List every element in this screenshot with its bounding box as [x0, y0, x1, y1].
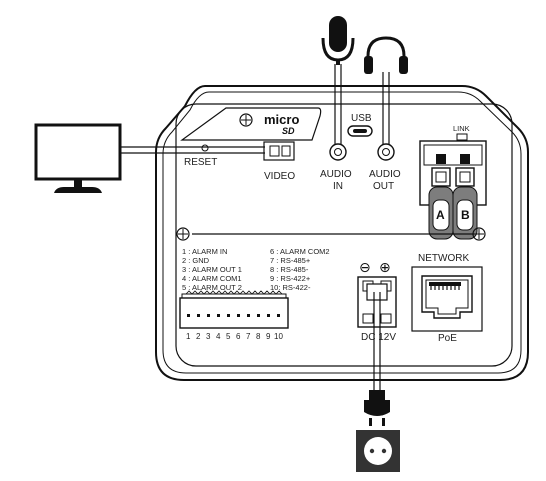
link-led: [456, 133, 468, 141]
reset-label: RESET: [184, 157, 217, 168]
pinout-right-1: 6 : ALARM COM2: [270, 247, 330, 256]
usb-port[interactable]: [347, 125, 373, 137]
fiber-a-label: A: [436, 208, 445, 222]
pinout-right-2: 7 : RS-485+: [270, 256, 311, 265]
power-plug-icon: [364, 390, 390, 426]
polarity-plus: ⊕: [379, 260, 391, 276]
alarm-pinout-legend: 1 : ALARM IN 2 : GND 3 : ALARM OUT 1 4 :…: [182, 247, 330, 292]
audio-in-jack[interactable]: [329, 143, 347, 161]
sd-card-slot: [180, 107, 322, 141]
power-outlet-icon: [356, 430, 400, 472]
usb-label: USB: [351, 113, 372, 124]
network-label: NETWORK: [418, 253, 469, 264]
terminal-pin-4: 4: [216, 332, 221, 341]
dc-to-plug-line: [373, 292, 381, 392]
pinout-left-5: 5 : ALARM OUT 2: [182, 283, 242, 292]
panel-screw-right: [472, 227, 486, 241]
dc-plug: [366, 283, 388, 301]
terminal-pin-10: 10: [274, 332, 283, 341]
audio-out-jack[interactable]: [377, 143, 395, 161]
pinout-right-3: 8 : RS-485-: [270, 265, 309, 274]
polarity-minus: ⊖: [359, 260, 371, 276]
audio-in-label-1: AUDIO: [320, 169, 352, 180]
terminal-pin-8: 8: [256, 332, 261, 341]
micro-sd-logo-top: micro: [264, 112, 299, 127]
terminal-pin-9: 9: [266, 332, 271, 341]
audio-out-label-1: AUDIO: [369, 169, 401, 180]
terminal-pin-6: 6: [236, 332, 241, 341]
pinout-right-4: 9 : RS-422+: [270, 274, 311, 283]
video-to-monitor-line: [120, 146, 265, 154]
microphone-icon: [321, 16, 355, 65]
headphones-icon: [364, 36, 408, 74]
panel-screw-left: [176, 227, 190, 241]
pinout-left-2: 2 : GND: [182, 256, 210, 265]
terminal-pin-5: 5: [226, 332, 231, 341]
audio-out-label-2: OUT: [373, 181, 394, 192]
slot-screw: [239, 113, 253, 127]
micro-sd-logo-bottom: SD: [282, 126, 295, 136]
poe-label: PoE: [438, 333, 457, 344]
network-port-frame: [411, 266, 483, 332]
terminal-pin-7: 7: [246, 332, 251, 341]
video-label: VIDEO: [264, 171, 295, 182]
dc-label: DC 12V: [361, 332, 396, 343]
fiber-b-label: B: [461, 208, 470, 222]
reset-button[interactable]: [201, 144, 209, 152]
pinout-left-1: 1 : ALARM IN: [182, 247, 227, 256]
pinout-left-4: 4 : ALARM COM1: [182, 274, 242, 283]
pinout-right-5: 10: RS-422-: [270, 283, 311, 292]
monitor-icon: [34, 123, 122, 193]
terminal-pin-3: 3: [206, 332, 211, 341]
housing-inner: [162, 91, 522, 374]
terminal-pin-2: 2: [196, 332, 201, 341]
pinout-left-3: 3 : ALARM OUT 1: [182, 265, 242, 274]
panel-face: [175, 103, 513, 367]
housing-outer: [155, 85, 529, 381]
audio-in-label-2: IN: [333, 181, 343, 192]
rj45-port[interactable]: [421, 275, 473, 319]
mic-to-audio-in-line: [334, 64, 342, 145]
terminal-pin-1: 1: [186, 332, 191, 341]
alarm-terminal-block[interactable]: [179, 290, 289, 329]
headphones-to-audio-out-line: [382, 72, 390, 145]
link-label: LINK: [453, 124, 470, 133]
